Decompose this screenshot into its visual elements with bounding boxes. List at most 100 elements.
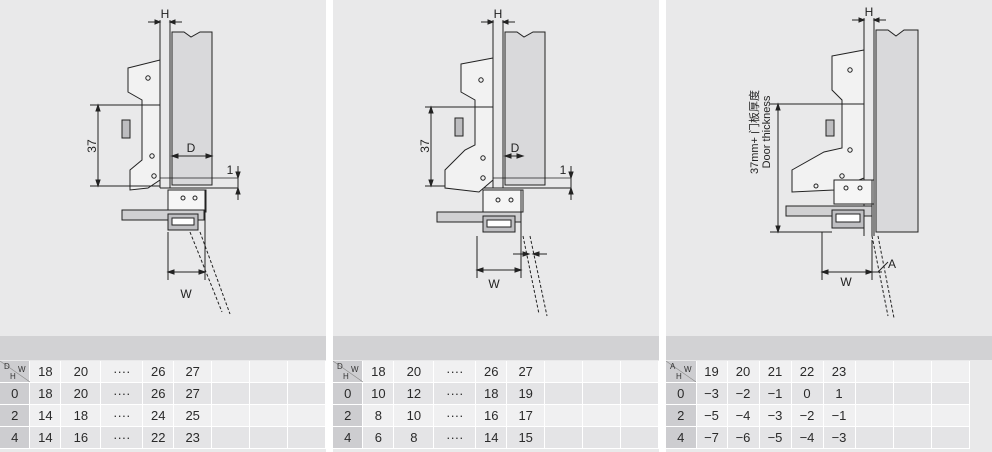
table-row: 2 −5 −4 −3 −2 −1 bbox=[666, 404, 970, 427]
hinge-arm bbox=[444, 57, 494, 193]
dim-a-label: A bbox=[888, 257, 896, 271]
table-cell bbox=[855, 361, 894, 383]
table-cell bbox=[931, 382, 970, 405]
table-cell: −1 bbox=[823, 404, 856, 427]
table-cell: 10 bbox=[362, 382, 395, 405]
table-cell: ···· bbox=[433, 426, 477, 449]
table-cell: −2 bbox=[791, 404, 824, 427]
table-cell bbox=[544, 426, 584, 449]
door-thickness-cn-label: 37mm+ 门板厚度 bbox=[747, 90, 761, 174]
table-cell: ···· bbox=[433, 382, 477, 405]
table-row-header: 4 bbox=[666, 426, 697, 449]
table-cell bbox=[620, 426, 660, 449]
table-cell bbox=[249, 382, 288, 405]
table-cell: −7 bbox=[696, 426, 728, 449]
table-cell bbox=[620, 382, 660, 405]
table-cell: 18 bbox=[362, 361, 395, 383]
table-cell: 23 bbox=[823, 361, 856, 383]
table-cell: 27 bbox=[173, 382, 213, 405]
table-cell: 18 bbox=[60, 404, 102, 427]
dim-h-label: H bbox=[865, 5, 874, 19]
dim-w-label: W bbox=[840, 275, 852, 289]
table-cell bbox=[287, 426, 327, 449]
table-cell bbox=[893, 404, 932, 427]
table-row-header: 2 bbox=[666, 404, 697, 427]
table-cell bbox=[544, 404, 584, 427]
table-cell: 22 bbox=[142, 426, 175, 449]
table-cell: 22 bbox=[791, 361, 824, 383]
hinge-diagram-c: H 37mm+ 门板厚度 Door thickness A W bbox=[747, 5, 919, 319]
table-cell: 19 bbox=[696, 361, 728, 383]
table-cell: 26 bbox=[142, 382, 175, 405]
table-cell: 6 bbox=[362, 426, 395, 449]
table-cell: 27 bbox=[173, 361, 213, 383]
table-cell bbox=[582, 361, 621, 383]
table-cell bbox=[893, 361, 932, 383]
table-cell bbox=[620, 404, 660, 427]
dim-d-label: D bbox=[187, 141, 196, 155]
table-cell: ···· bbox=[100, 382, 144, 405]
table-cell bbox=[855, 426, 894, 449]
table-cell: −6 bbox=[727, 426, 760, 449]
table-cell: ···· bbox=[100, 404, 144, 427]
cabinet-side-panel bbox=[171, 31, 213, 186]
table-cell: 10 bbox=[393, 404, 435, 427]
table-row: 2 8 10 ···· 16 17 bbox=[333, 404, 660, 427]
table-cell: 18 bbox=[475, 382, 508, 405]
table-cell: 12 bbox=[393, 382, 435, 405]
dimension-table-a: D W H 18 20 ···· 26 27 0 18 20 ···· 26 2… bbox=[0, 361, 327, 449]
table-row: 4 14 16 ···· 22 23 bbox=[0, 426, 327, 449]
table-cell: 18 bbox=[29, 382, 62, 405]
table-cell: −3 bbox=[696, 382, 728, 405]
table-cell: 18 bbox=[29, 361, 62, 383]
dim-37-label: 37 bbox=[418, 139, 432, 153]
table-row-header: 0 bbox=[0, 382, 31, 405]
table-cell bbox=[620, 361, 660, 383]
table-cell: −4 bbox=[727, 404, 760, 427]
table-cell: 0 bbox=[791, 382, 824, 405]
hinge-diagram-a: H 37 D 1 W bbox=[85, 7, 241, 315]
table-cell: 20 bbox=[60, 382, 102, 405]
table-cell bbox=[287, 361, 327, 383]
table-cell bbox=[931, 404, 970, 427]
table-cell bbox=[287, 382, 327, 405]
table-cell bbox=[582, 382, 621, 405]
table-cell bbox=[931, 361, 970, 383]
table-cell bbox=[544, 361, 584, 383]
dim-1-label: 1 bbox=[560, 163, 567, 177]
table-header-band bbox=[0, 336, 326, 360]
table-cell: ···· bbox=[433, 361, 477, 383]
table-cell: ···· bbox=[100, 361, 144, 383]
cabinet-side-panel bbox=[875, 29, 919, 233]
table-cell: −5 bbox=[696, 404, 728, 427]
dim-37-label: 37 bbox=[85, 139, 99, 153]
table-row-header: 0 bbox=[333, 382, 364, 405]
table-cell: −2 bbox=[727, 382, 760, 405]
table-cell bbox=[582, 404, 621, 427]
panel-c: H 37mm+ 门板厚度 Door thickness A W A W H 19… bbox=[666, 0, 992, 452]
table-cell: 16 bbox=[475, 404, 508, 427]
table-cell: 24 bbox=[142, 404, 175, 427]
table-cell: 15 bbox=[506, 426, 546, 449]
table-row-header: 2 bbox=[0, 404, 31, 427]
hinge-diagram-b: H 37 D 1 W bbox=[418, 7, 574, 317]
table-corner-cell: D W H bbox=[333, 361, 364, 383]
table-cell: 20 bbox=[393, 361, 435, 383]
table-cell: 27 bbox=[506, 361, 546, 383]
hinge-arm bbox=[127, 59, 161, 191]
hinge-arm bbox=[791, 49, 865, 193]
table-row-header: 2 bbox=[333, 404, 364, 427]
table-cell: 19 bbox=[506, 382, 546, 405]
table-cell: 23 bbox=[173, 426, 213, 449]
table-cell bbox=[287, 404, 327, 427]
table-cell: ···· bbox=[100, 426, 144, 449]
dim-w-label: W bbox=[488, 277, 500, 291]
table-header-row: D W H 18 20 ···· 26 27 bbox=[333, 361, 660, 383]
table-cell: −3 bbox=[759, 404, 792, 427]
table-cell: 8 bbox=[362, 404, 395, 427]
table-cell bbox=[211, 426, 251, 449]
table-cell: 14 bbox=[475, 426, 508, 449]
table-cell: 25 bbox=[173, 404, 213, 427]
table-cell bbox=[855, 404, 894, 427]
table-cell bbox=[931, 426, 970, 449]
